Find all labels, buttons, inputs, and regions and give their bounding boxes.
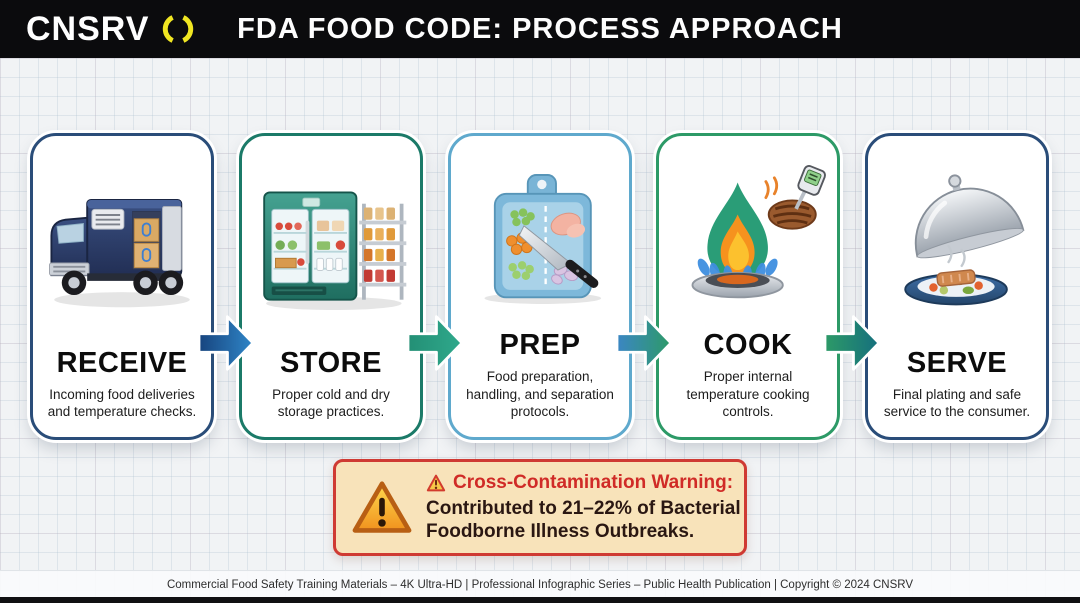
- flow-arrow-receive-to-store: [197, 315, 255, 371]
- step-title-serve: SERVE: [906, 346, 1008, 379]
- step-title-prep: PREP: [499, 329, 581, 362]
- gas-burner-flame-icon: [668, 148, 828, 329]
- cloche-and-plate-icon: [877, 148, 1037, 347]
- step-description-prep: Food preparation, handling, and separati…: [466, 369, 614, 420]
- process-card-store: STORE Proper cold and dry storage practi…: [239, 133, 423, 440]
- step-description-serve: Final plating and safe service to the co…: [883, 386, 1031, 420]
- page-title: FDA FOOD CODE: PROCESS APPROACH: [237, 12, 843, 45]
- warning-title-row: Cross-Contamination Warning:: [426, 472, 756, 494]
- process-card-cook: COOK Proper internal temperature cooking…: [656, 133, 840, 440]
- warning-triangle-icon: [352, 480, 412, 533]
- warning-body: Contributed to 21–22% of Bacterial Foodb…: [426, 497, 741, 542]
- step-title-receive: RECEIVE: [56, 346, 188, 379]
- process-card-prep: PREP Food preparation, handling, and sep…: [448, 133, 632, 440]
- cnsrv-logo-icon: [163, 15, 194, 43]
- step-title-store: STORE: [280, 346, 382, 379]
- step-description-store: Proper cold and dry storage practices.: [272, 386, 390, 420]
- step-title-cook: COOK: [703, 329, 793, 362]
- flow-arrow-cook-to-serve: [823, 315, 881, 371]
- brand-name: CNSRV: [26, 9, 150, 48]
- step-description-cook: Proper internal temperature cooking cont…: [686, 369, 810, 420]
- bottom-edge-strip: [0, 597, 1080, 603]
- step-description-receive: Incoming food deliveries and temperature…: [47, 386, 197, 420]
- warning-title: Cross-Contamination Warning:: [453, 471, 734, 493]
- refrigerated-truck-icon: [42, 148, 202, 347]
- footer-bar: Commercial Food Safety Training Material…: [0, 570, 1080, 598]
- footer-credits: Commercial Food Safety Training Material…: [166, 578, 914, 591]
- cross-contamination-warning-box: Cross-Contamination Warning: Contributed…: [333, 459, 747, 556]
- warning-text-block: Cross-Contamination Warning: Contributed…: [426, 472, 756, 543]
- flow-arrow-store-to-prep: [406, 315, 464, 371]
- commercial-refrigerator-icon: [251, 148, 411, 347]
- process-card-serve: SERVE Final plating and safe service to …: [865, 133, 1049, 440]
- brand-lockup: CNSRV: [26, 10, 195, 49]
- warning-triangle-mini-icon: [426, 474, 446, 492]
- cutting-board-icon: [460, 148, 620, 329]
- process-card-receive: RECEIVE Incoming food deliveries and tem…: [30, 133, 214, 440]
- header-bar: CNSRV FDA FOOD CODE: PROCESS APPROACH: [0, 0, 1080, 58]
- process-canvas: RECEIVE Incoming food deliveries and tem…: [0, 58, 1080, 603]
- flow-arrow-prep-to-cook: [615, 315, 673, 371]
